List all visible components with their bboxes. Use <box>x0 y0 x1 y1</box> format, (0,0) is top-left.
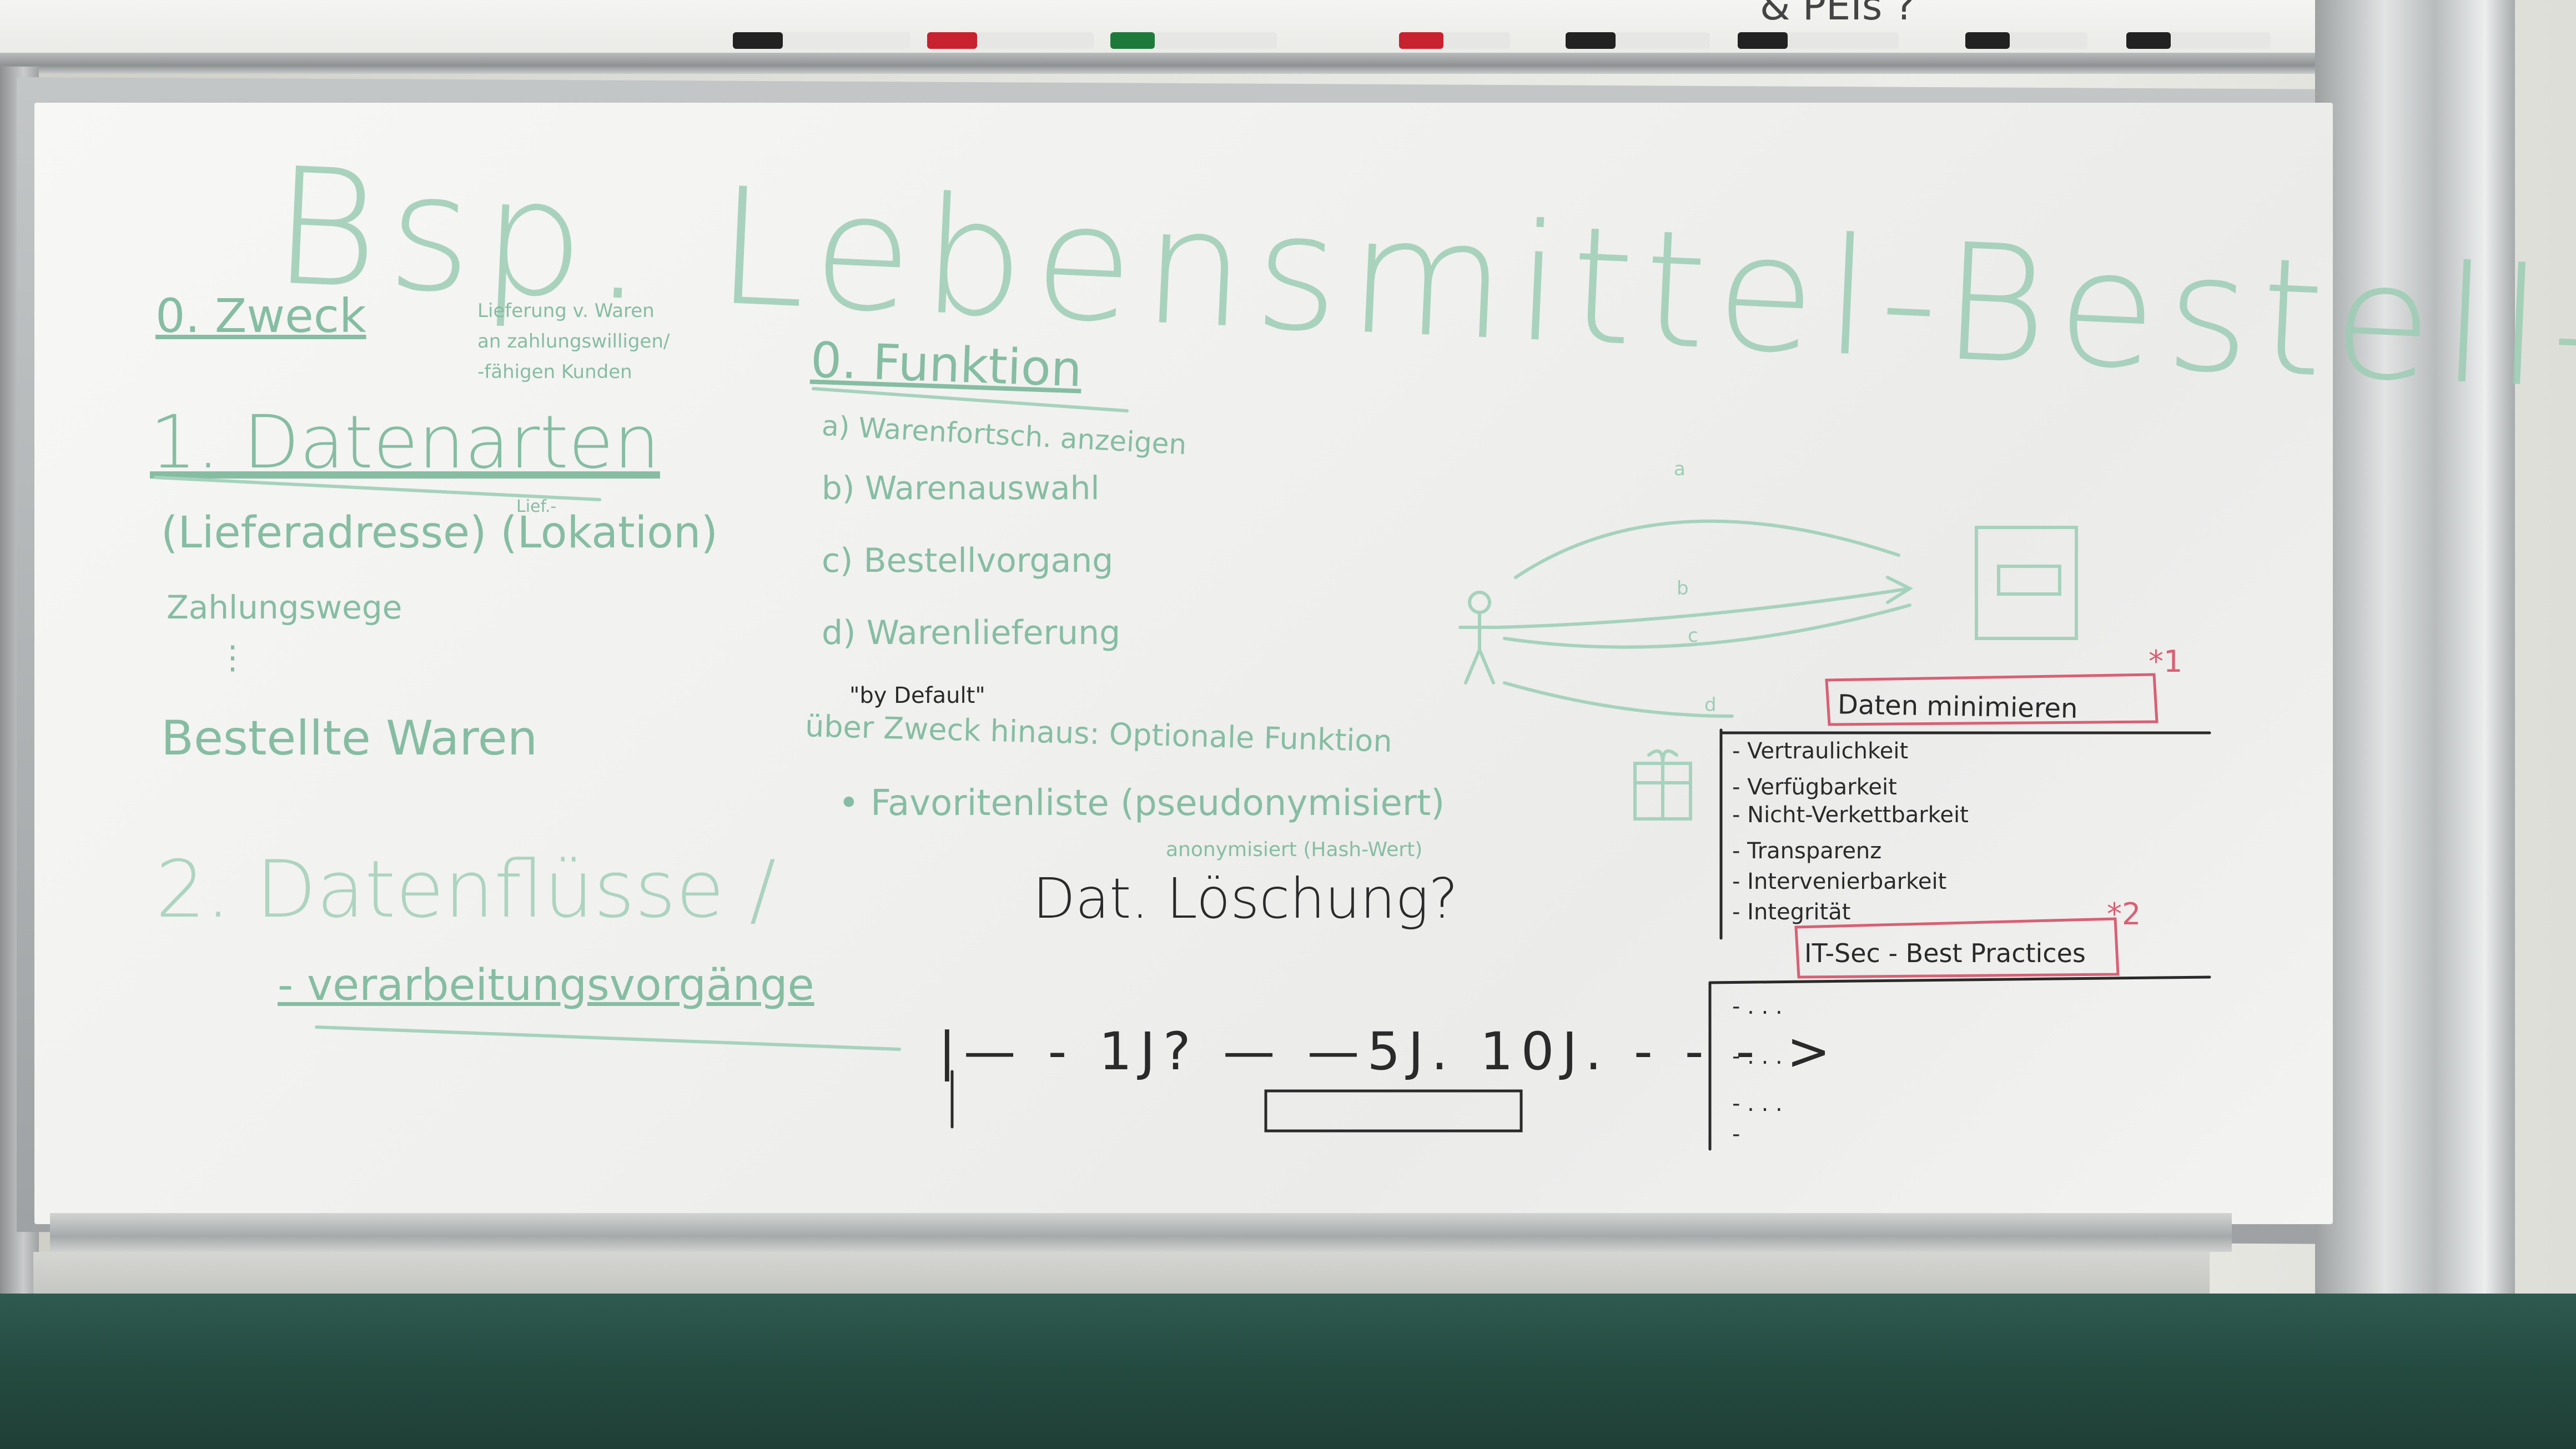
goal-item-4: - Transparenz <box>1732 838 1882 864</box>
goal-item-2: - Verfügbarkeit <box>1732 774 1897 800</box>
goal-item-1: - Vertraulichkeit <box>1732 738 1909 764</box>
itsec-top-line <box>1708 975 2211 984</box>
top-edge-text: & PEIs ? <box>1760 0 1915 29</box>
lower-marker-tray <box>50 1213 2232 1252</box>
zweck-note-line-2: an zahlungswilligen/ <box>477 330 670 353</box>
funktion-item-b: b) Warenauswahl <box>822 469 1100 507</box>
it-sec-item-4: - <box>1732 1121 1740 1147</box>
marker-black-4[interactable] <box>1965 32 2087 49</box>
zweck-heading: 0. Zweck <box>155 289 366 343</box>
arrow-b <box>1497 587 1911 629</box>
marker-black-2[interactable] <box>1566 32 1710 49</box>
diagram-label-b: b <box>1677 577 1689 600</box>
it-sec-item-1: - . . . <box>1732 994 1783 1019</box>
right-aluminium-rail <box>2315 0 2515 1449</box>
marker-red-1[interactable] <box>927 32 1094 49</box>
daten-item-2: Zahlungswege <box>167 588 402 626</box>
retention-timeline-text: |— - 1J? — —5J. 10J. - - - > <box>938 1022 1839 1082</box>
loeschung-question: Dat. Löschung? <box>1033 866 1458 931</box>
daten-item-3: ⋮ <box>217 638 249 676</box>
it-sec-box <box>1794 917 2120 979</box>
goal-item-6: - Integrität <box>1732 899 1851 925</box>
timeline-box <box>1264 1089 1523 1133</box>
datenarten-underline <box>154 476 601 501</box>
whiteboard <box>34 103 2333 1224</box>
daten-minimieren-box <box>1825 673 2159 726</box>
anonymised-note: anonymisiert (Hash-Wert) <box>1166 838 1423 861</box>
funktion-underline <box>812 387 1129 412</box>
goal-item-5: - Intervenierbarkeit <box>1732 869 1947 894</box>
arrow-b-head <box>1886 576 1914 604</box>
it-sec-item-3: - . . . <box>1732 1091 1783 1116</box>
datenfluesse-heading: 2. Datenflüsse / <box>155 844 776 935</box>
upper-whiteboard <box>0 0 2387 61</box>
arc-c <box>1503 603 1911 649</box>
by-default-note: "by Default" <box>849 683 985 708</box>
person-head-icon <box>1468 591 1491 614</box>
marker-black-5[interactable] <box>2126 32 2271 49</box>
it-sec-label: IT-Sec - Best Practices <box>1804 938 2086 968</box>
diagram-label-c: c <box>1688 625 1698 647</box>
arc-d <box>1503 681 1734 718</box>
goal-item-3: - Nicht-Verkettbarkeit <box>1732 802 1969 828</box>
upper-marker-tray <box>0 53 2387 74</box>
daten-item-4: Bestellte Waren <box>161 711 538 766</box>
it-sec-item-2: - . . . <box>1732 1044 1783 1069</box>
lokation-small-note: Lief.- <box>516 497 557 516</box>
marker-green-1[interactable] <box>1110 32 1277 49</box>
store-building-icon <box>1975 526 2078 640</box>
funktion-item-c: c) Bestellvorgang <box>822 541 1114 580</box>
favorites-line: • Favoritenliste (pseudonymisiert) <box>838 783 1445 824</box>
zweck-note-line-3: -fähigen Kunden <box>477 361 632 383</box>
datenfluesse-subheading: - verarbeitungsvorgänge <box>278 960 814 1010</box>
datenarten-heading: 1. Datenarten <box>150 400 660 485</box>
marker-red-2[interactable] <box>1399 32 1510 49</box>
arc-a <box>1514 519 1900 579</box>
funktion-item-d: d) Warenlieferung <box>822 613 1121 652</box>
store-sign-icon <box>1997 565 2061 596</box>
daten-item-1: (Lieferadresse) (Lokation) <box>161 508 718 558</box>
diagram-label-a: a <box>1674 458 1686 480</box>
green-carpet-floor <box>0 1294 2576 1449</box>
flows-underline <box>315 1025 901 1051</box>
marker-black-1[interactable] <box>733 32 910 49</box>
person-body-icon <box>1458 611 1501 685</box>
zweck-note-line-1: Lieferung v. Waren <box>477 300 655 322</box>
marker-black-3[interactable] <box>1738 32 1899 49</box>
diagram-label-d: d <box>1704 694 1717 716</box>
star-2-marker: *2 <box>2107 897 2141 932</box>
